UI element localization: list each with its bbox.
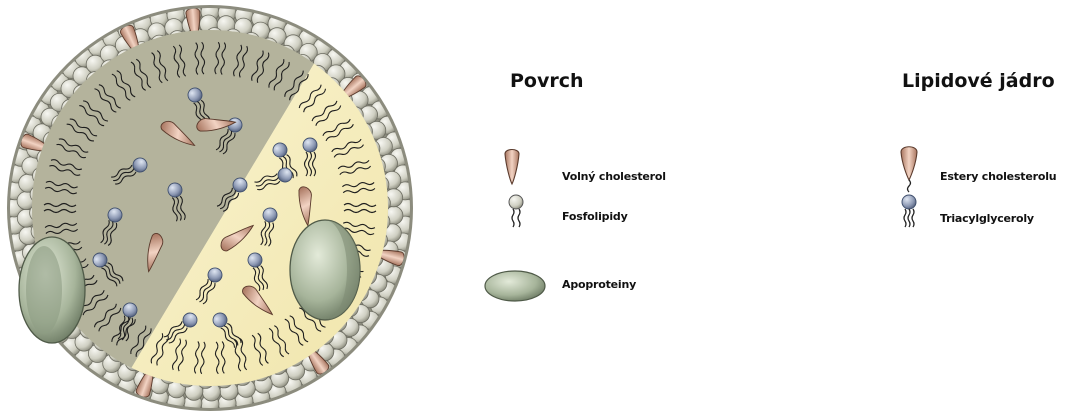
apoprotein-icon [485, 271, 545, 301]
triacylglycerol-label: Triacylglyceroly [940, 212, 1034, 225]
phospholipid-label: Fosfolipidy [562, 210, 628, 223]
cholesterol-ester-icon [901, 147, 917, 192]
lipoprotein-particle [5, 3, 420, 419]
phospholipid-icon [509, 195, 523, 227]
apoprotein-label: Apoproteiny [562, 278, 636, 291]
cholesterol-ester-label: Estery cholesterolu [940, 170, 1056, 183]
core-heading: Lipidové jádro [902, 70, 1055, 92]
triacylglycerol-icon [902, 195, 916, 227]
free-cholesterol-icon [505, 150, 519, 185]
free-cholesterol-label: Volný cholesterol [562, 170, 666, 183]
surface-heading: Povrch [510, 70, 584, 92]
